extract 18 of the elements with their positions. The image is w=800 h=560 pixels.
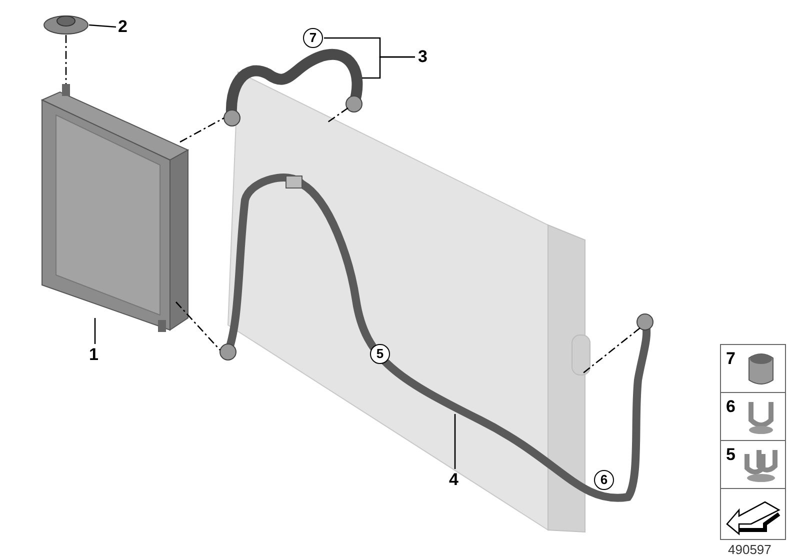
callout-number: 1 (89, 346, 98, 364)
part-number: 6 (726, 398, 736, 416)
leader-line (362, 56, 415, 79)
leader-line (94, 318, 96, 344)
callout-number: 4 (449, 471, 458, 489)
leader-line (454, 414, 456, 469)
assembly-line (176, 302, 220, 350)
diagram-number: 490597 (728, 542, 772, 557)
part-number: 7 (726, 350, 736, 368)
part-number: 5 (726, 446, 736, 464)
assembly-line (180, 117, 224, 143)
assembly-line (328, 107, 348, 123)
callout-number: 7 (303, 28, 323, 48)
assembly-line (582, 328, 640, 374)
assembly-line (65, 35, 67, 84)
leader-line (88, 24, 116, 28)
callout-number: 3 (418, 48, 428, 66)
callout-number: 2 (118, 18, 128, 36)
